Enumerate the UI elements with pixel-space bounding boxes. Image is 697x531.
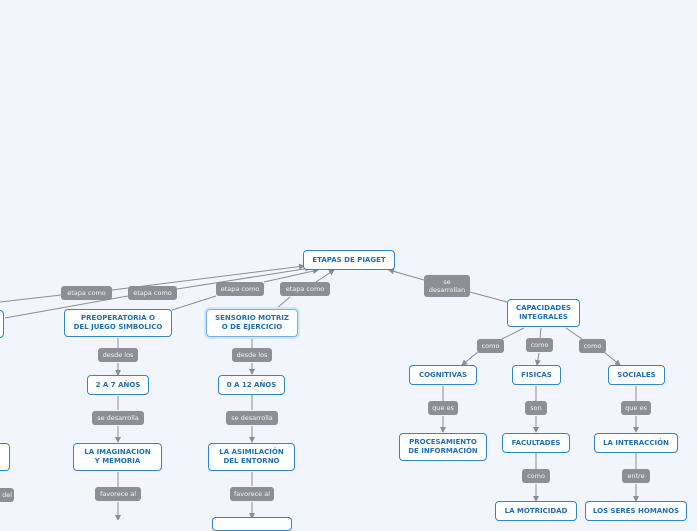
node-procesamiento-de-informacion[interactable]: PROCESAMIENTO DE INFORMACIÓN (399, 433, 487, 461)
label-etapa-como-3: etapa como (216, 282, 264, 296)
label-se-desarrolla-1: se desarrolla (92, 411, 144, 425)
label-se-desarrollan: se desarrollan (424, 275, 470, 297)
node-facultades[interactable]: FACULTADES (502, 433, 570, 453)
partial-node-bottom-sensorio[interactable] (212, 517, 292, 531)
node-preoperatoria[interactable]: PREOPERATORIA O DEL JUEGO SIMBOLICO (64, 309, 172, 337)
label-desde-los-2: desde los (232, 348, 272, 362)
node-cognitivas[interactable]: COGNITIVAS (409, 365, 477, 385)
label-del: del (0, 488, 14, 502)
node-sensorio-motriz[interactable]: SENSORIO MOTRIZ O DE EJERCICIO (206, 309, 298, 337)
label-favorece-al-1: favorece al (95, 487, 141, 501)
label-favorece-al-2: favorece al (230, 487, 274, 501)
label-que-es-1: que es (428, 401, 458, 415)
node-la-imaginacion-y-memoria[interactable]: LA IMAGINACION Y MEMORIA (73, 443, 162, 471)
node-los-seres-homanos[interactable]: LOS SERES HOMANOS (585, 501, 687, 521)
label-entre: entre (622, 469, 650, 483)
label-se-desarrolla-2: se desarrolla (226, 411, 278, 425)
node-0-a-12-anos[interactable]: 0 A 12 AÑOS (218, 375, 285, 395)
root-node-etapas-de-piaget[interactable]: ETAPAS DE PIAGET (303, 250, 395, 270)
label-como-facultades: como (522, 469, 550, 483)
label-que-es-2: que es (621, 401, 651, 415)
label-como-fisicas: como (526, 338, 553, 352)
label-etapa-como-1: etapa como (61, 286, 112, 300)
label-como-sociales: como (579, 339, 606, 353)
node-capacidades-integrales[interactable]: CAPACIDADES INTEGRALES (507, 299, 580, 327)
label-como-cognitivas: como (477, 339, 504, 353)
label-son: son (525, 401, 547, 415)
label-etapa-como-2: etapa como (128, 286, 177, 300)
node-la-interaccion[interactable]: LA INTERACCIÓN (594, 433, 678, 453)
partial-node-left-1[interactable] (0, 310, 4, 338)
node-fisicas[interactable]: FISICAS (512, 365, 561, 385)
label-etapa-como-4: etapa como (280, 282, 330, 296)
node-sociales[interactable]: SOCIALES (608, 365, 665, 385)
node-2-a-7-anos[interactable]: 2 A 7 AÑOS (87, 375, 149, 395)
node-la-motricidad[interactable]: LA MOTRICIDAD (495, 501, 577, 521)
partial-node-left-3[interactable] (0, 443, 10, 471)
label-desde-los-1: desde los (98, 348, 138, 362)
node-la-asimilacion-del-entorno[interactable]: LA ASIMILACIÓN DEL ENTORNO (208, 443, 295, 471)
